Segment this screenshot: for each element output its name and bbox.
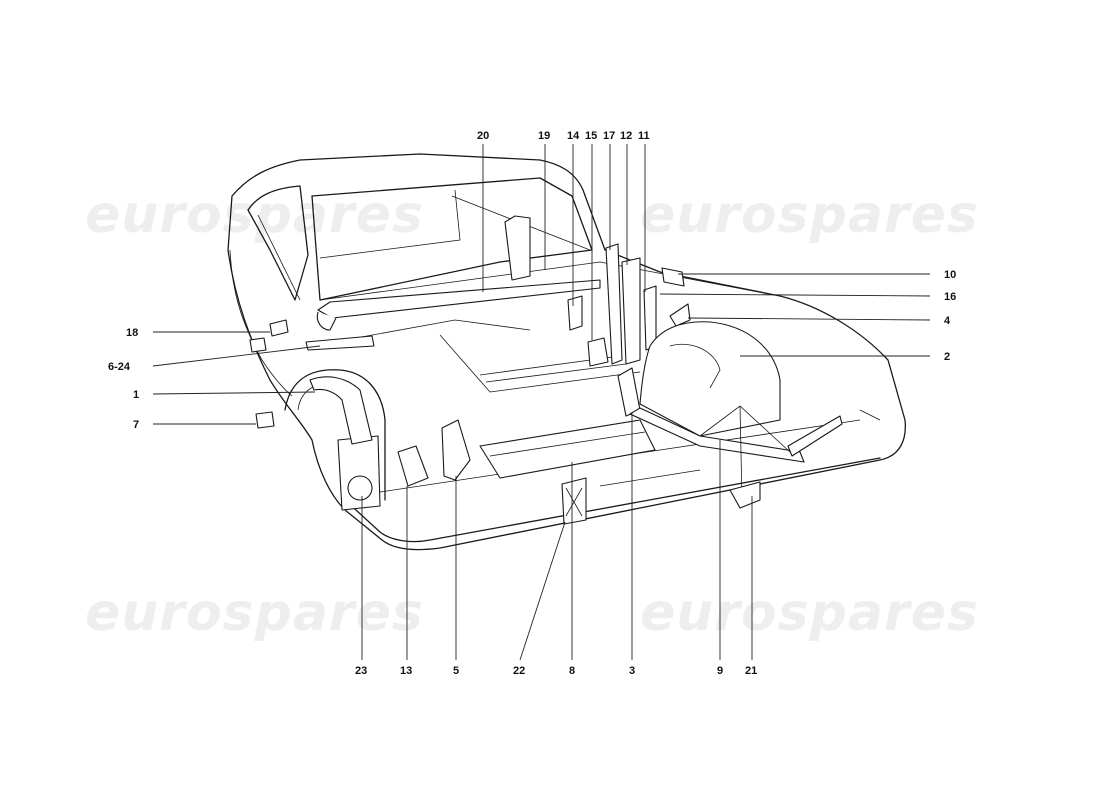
callout-label-21: 21 [745, 665, 757, 677]
frame-leg [739, 405, 743, 501]
pillar-17 [605, 243, 623, 365]
callout-label-22: 22 [513, 665, 525, 677]
callout-label-4: 4 [944, 315, 951, 327]
callout-label-10: 10 [944, 269, 956, 281]
bracket-22 [561, 477, 587, 525]
leader-4 [687, 317, 931, 321]
bracket-7 [255, 411, 275, 429]
frame-tip [787, 415, 843, 457]
callout-label-23: 23 [355, 665, 367, 677]
callout-label-11: 11 [638, 130, 650, 142]
callout-labels: 20 19 14 15 17 12 11 10 16 4 2 18 6-24 1… [108, 130, 956, 677]
floor-pan [479, 419, 656, 479]
watermark-text: eurospares [640, 185, 979, 245]
callout-label-16: 16 [944, 291, 956, 303]
wheel-arch [284, 369, 386, 501]
callout-label-9: 9 [717, 665, 723, 677]
bracket-18 [269, 319, 289, 337]
inner-wheelhouse [639, 321, 781, 437]
rear-bumper [344, 457, 881, 543]
leader-lines [152, 144, 931, 661]
bracket-15 [587, 337, 609, 367]
watermark-text: eurospares [640, 583, 979, 643]
callout-label-3: 3 [629, 665, 635, 677]
bracket-14 [567, 295, 583, 331]
bracket-13 [397, 445, 429, 487]
bracket-22-cross [565, 487, 583, 517]
side-window-pillar [257, 214, 301, 301]
bracket-21 [729, 481, 761, 509]
callout-label-12: 12 [620, 130, 632, 142]
callout-label-19: 19 [538, 130, 550, 142]
callout-label-20: 20 [477, 130, 489, 142]
bumper-detail [599, 469, 701, 487]
watermark-text: eurospares [85, 583, 424, 643]
panel-23-hole [347, 475, 373, 501]
callout-label-13: 13 [400, 665, 412, 677]
rear-corner [859, 409, 881, 421]
leader-22 [519, 521, 566, 661]
callout-label-6-24: 6-24 [108, 361, 131, 373]
bracket-5 [441, 419, 471, 481]
bracket-4 [669, 303, 691, 327]
bracket-10 [661, 267, 685, 287]
callout-label-14: 14 [567, 130, 580, 142]
bracket-6-24 [305, 335, 375, 351]
deck-crease [344, 319, 531, 341]
watermark-text: eurospares [85, 185, 424, 245]
side-window [247, 185, 309, 301]
callout-label-7: 7 [133, 419, 139, 431]
leader-16 [659, 293, 931, 297]
bracket-3 [617, 367, 641, 417]
leader-6-24 [152, 345, 321, 367]
callout-label-2: 2 [944, 351, 950, 363]
pillar-12 [621, 257, 641, 365]
rear-shelf [317, 279, 601, 319]
arch-lining [309, 376, 373, 445]
callout-label-18: 18 [126, 327, 138, 339]
wheelhouse-detail [669, 343, 721, 389]
callout-label-8: 8 [569, 665, 575, 677]
deck-line [319, 261, 781, 301]
leader-1 [152, 391, 316, 395]
window-inner [319, 189, 461, 259]
callout-label-17: 17 [603, 130, 615, 142]
rear-shelf-end [316, 311, 337, 331]
bracket-18b [249, 337, 267, 353]
callout-label-15: 15 [585, 130, 597, 142]
watermark-group: eurospares eurospares eurospares eurospa… [85, 185, 979, 643]
parts [249, 215, 843, 525]
callout-label-1: 1 [133, 389, 139, 401]
pillar-bracket [504, 215, 531, 281]
body-outline [227, 153, 906, 551]
engine-lid [439, 334, 641, 393]
engine-lid-slat [485, 363, 627, 383]
callout-label-5: 5 [453, 665, 459, 677]
floor-pan-lip [489, 431, 646, 457]
fender-line [229, 249, 293, 397]
